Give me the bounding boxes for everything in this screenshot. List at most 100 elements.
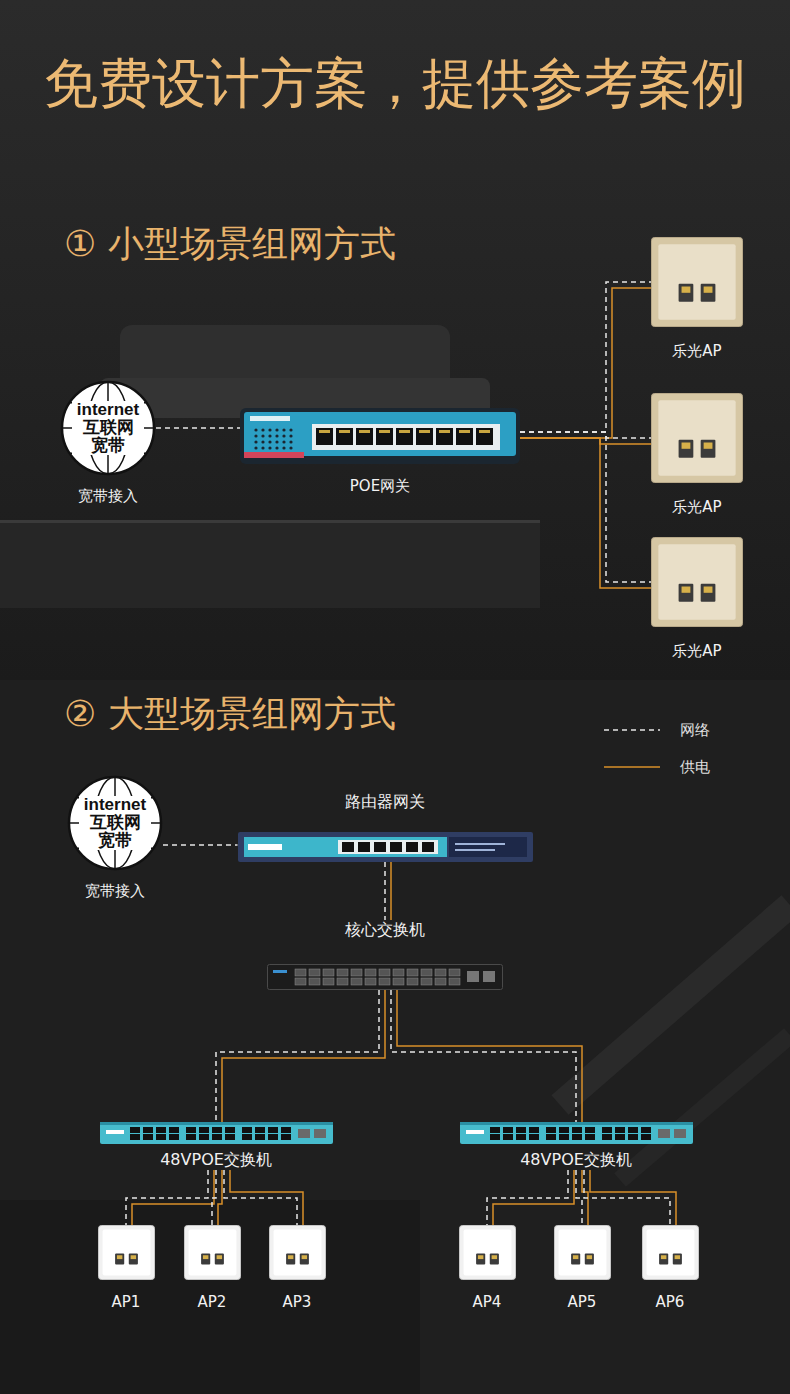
- device-area: [651, 237, 743, 327]
- stair-rail: [620, 1035, 790, 1180]
- wall-ap: 乐光AP: [651, 237, 743, 361]
- device-drawing: [460, 1122, 693, 1144]
- plate-frame: [269, 1226, 325, 1280]
- data-line: [126, 1170, 208, 1225]
- rj45-port: [701, 284, 716, 302]
- core-switch: 核心交换机: [267, 920, 503, 990]
- legend-line: [604, 729, 660, 731]
- rj45-port: [351, 969, 362, 976]
- globe-label: internet 互联网 宽带: [72, 401, 144, 455]
- rj45-port: [615, 1134, 625, 1140]
- rj45-port: [503, 1127, 513, 1133]
- router-logo: [248, 844, 282, 850]
- data-line: [487, 1170, 568, 1225]
- plate-face: [658, 244, 735, 320]
- port-pins: [216, 1255, 221, 1259]
- port-pins: [572, 1255, 577, 1259]
- rj45-port: [281, 1127, 291, 1133]
- plate-face: [273, 1229, 321, 1275]
- data-line: [216, 990, 379, 1122]
- device-caption: 路由器网关: [345, 792, 425, 812]
- device-caption: AP6: [656, 1292, 685, 1312]
- device-area: [184, 1225, 241, 1280]
- data-line: [391, 990, 576, 1122]
- network-link: [224, 1170, 303, 1225]
- port-pins: [359, 430, 370, 433]
- rj45-port: [584, 1254, 593, 1265]
- sfp-port: [483, 971, 495, 982]
- device-area: [269, 1225, 326, 1280]
- rj45-port: [268, 1134, 278, 1140]
- network-link: [584, 1170, 676, 1225]
- device-caption: AP1: [112, 1292, 141, 1312]
- device-drawing: [459, 1225, 516, 1280]
- poe-switch: 48VPOE交换机: [100, 1122, 333, 1170]
- device-drawing: [554, 1225, 611, 1280]
- port-pins: [399, 430, 410, 433]
- rj45-port: [585, 1127, 595, 1133]
- vent-hole: [289, 440, 292, 443]
- port-pins: [116, 1255, 121, 1259]
- rj45-port: [449, 969, 460, 976]
- rj45-port: [255, 1127, 265, 1133]
- port-pins: [379, 430, 390, 433]
- rj45-port: [421, 969, 432, 976]
- device-area: [554, 1225, 611, 1280]
- rj45-port: [336, 428, 353, 445]
- rj45-port: [476, 1254, 485, 1265]
- internet-globe: internet 互联网 宽带宽带接入: [60, 380, 156, 506]
- power-line: [390, 862, 392, 920]
- vent-hole: [275, 446, 278, 449]
- plate-frame: [184, 1226, 240, 1280]
- sfp-port: [467, 971, 479, 982]
- device-area: [651, 393, 743, 483]
- network-link: [126, 1170, 214, 1225]
- network-link: [385, 862, 391, 920]
- port-pins: [130, 1255, 135, 1259]
- rj45-port: [365, 969, 376, 976]
- rj45-port: [169, 1134, 179, 1140]
- port-pins: [339, 430, 350, 433]
- rj45-port: [156, 1127, 166, 1133]
- globe-outline: [69, 777, 161, 869]
- plate-face: [188, 1229, 236, 1275]
- rj45-port: [615, 1127, 625, 1133]
- port-pins: [319, 430, 330, 433]
- plate-frame: [554, 1226, 610, 1280]
- port-pins: [491, 1255, 496, 1259]
- port-pins: [419, 430, 430, 433]
- rj45-port: [701, 584, 716, 602]
- device-drawing: [98, 1225, 155, 1280]
- sfp-port: [298, 1129, 310, 1138]
- rj45-port: [225, 1127, 235, 1133]
- vent-hole: [254, 446, 257, 449]
- power-line: [520, 438, 651, 444]
- rj45-port: [316, 428, 333, 445]
- switch-logo: [466, 1130, 484, 1134]
- rj45-port: [186, 1134, 196, 1140]
- device-caption: 乐光AP: [672, 497, 721, 517]
- rj45-port: [199, 1134, 209, 1140]
- rj45-port: [255, 1134, 265, 1140]
- rj45-port: [212, 1134, 222, 1140]
- power-line: [520, 438, 651, 588]
- vent-hole: [268, 440, 271, 443]
- network-link: [156, 428, 240, 429]
- device-drawing: [651, 537, 743, 627]
- globe-label: internet 互联网 宽带: [79, 796, 151, 850]
- data-line: [163, 844, 238, 846]
- vent-hole: [261, 446, 264, 449]
- vent-hole: [268, 434, 271, 437]
- router-gateway: 路由器网关: [238, 792, 533, 862]
- device-area: internet 互联网 宽带: [67, 775, 163, 871]
- lower-ground: [0, 680, 790, 1394]
- rj45-port: [490, 1127, 500, 1133]
- port-pins: [202, 1255, 207, 1259]
- rj45-port: [268, 1127, 278, 1133]
- data-line: [520, 432, 651, 438]
- device-area: [267, 964, 503, 990]
- network-link: [520, 432, 651, 588]
- rj45-port: [365, 978, 376, 985]
- network-link: [212, 1170, 222, 1225]
- rj45-port: [436, 428, 453, 445]
